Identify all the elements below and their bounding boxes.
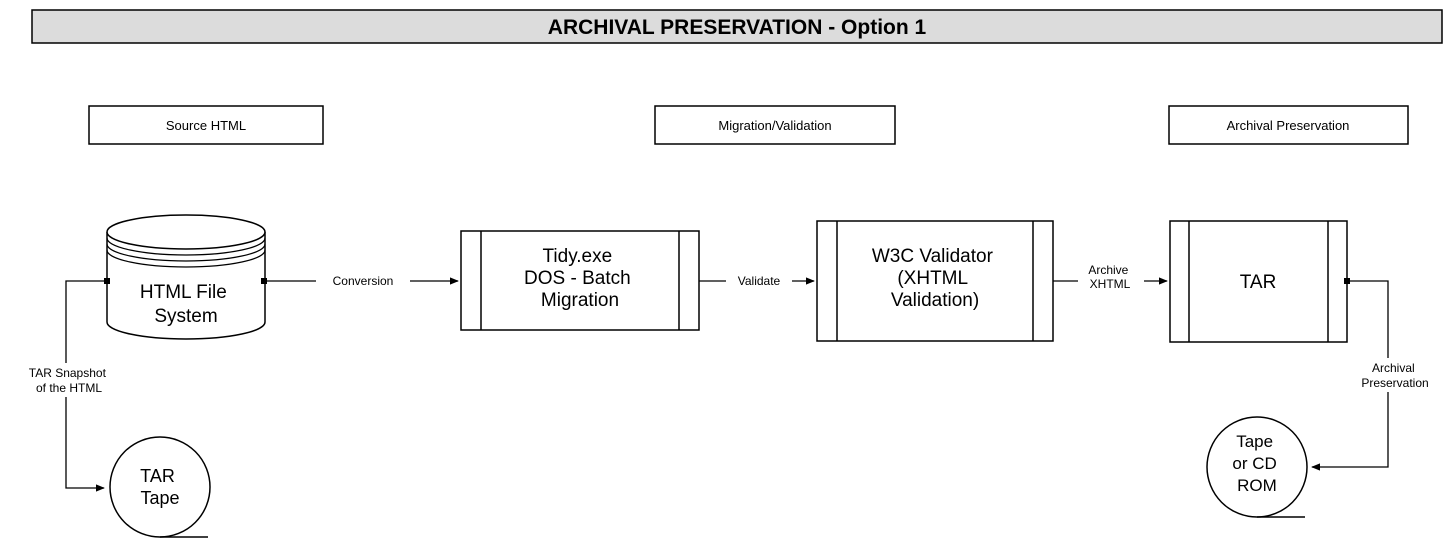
file-system-label-line2: System bbox=[154, 306, 217, 327]
header-migration-label: Migration/Validation bbox=[718, 118, 831, 133]
edge-preservation-label-line2: Preservation bbox=[1361, 376, 1428, 390]
tar-tape-label-line1: TAR bbox=[140, 466, 175, 486]
tar-tape-node: TAR Tape bbox=[109, 436, 211, 538]
validator-label-line3: Validation) bbox=[891, 290, 979, 311]
w3c-validator-node: W3C Validator (XHTML Validation) bbox=[816, 220, 1054, 342]
edge-archival-preservation: Archival Preservation bbox=[1311, 278, 1444, 471]
svg-text:W3C Validator (XHTML: W3C Validator (XHTML Validation) bbox=[872, 246, 998, 311]
tidy-exe-node: Tidy.exe DOS - Batch Migration bbox=[460, 230, 700, 331]
tape-cd-label-line3: ROM bbox=[1237, 476, 1277, 495]
svg-text:Tidy.exe DOS - Batch: Tidy.exe DOS - Batch Migration bbox=[524, 246, 636, 311]
diagram-title: ARCHIVAL PRESERVATION - Option 1 bbox=[548, 16, 927, 39]
edge-archive-label-line1: Archive bbox=[1088, 263, 1128, 277]
tape-cd-label-line1: Tape bbox=[1236, 432, 1273, 451]
edge-conversion: Conversion bbox=[261, 272, 459, 288]
html-file-system-node: HTML File System bbox=[106, 214, 266, 340]
edge-archive-xhtml: Archive XHTML bbox=[1053, 261, 1168, 291]
header-migration-validation: Migration/Validation bbox=[654, 105, 896, 145]
edge-snapshot-label-line2: of the HTML bbox=[36, 381, 102, 395]
tidy-label-line1: Tidy.exe bbox=[543, 246, 613, 267]
title-bar: ARCHIVAL PRESERVATION - Option 1 bbox=[31, 9, 1443, 44]
file-system-label-line1: HTML File bbox=[140, 282, 227, 303]
edge-preservation-label-line1: Archival bbox=[1372, 361, 1415, 375]
tidy-label-line3: Migration bbox=[541, 290, 619, 311]
header-source-html: Source HTML bbox=[88, 105, 324, 145]
svg-text:TAR Tape: TAR Tape bbox=[140, 466, 180, 508]
header-archival-preservation: Archival Preservation bbox=[1168, 105, 1409, 145]
tar-node: TAR bbox=[1169, 220, 1348, 343]
svg-text:Tape or CD ROM: Tape or CD ROM bbox=[1232, 432, 1281, 495]
validator-label-line2: (XHTML bbox=[897, 268, 967, 289]
tidy-label-line2: DOS - Batch bbox=[524, 268, 631, 289]
edge-tar-snapshot: TAR Snapshot of the HTML bbox=[10, 278, 128, 492]
tar-tape-label-line2: Tape bbox=[140, 488, 179, 508]
header-source-label: Source HTML bbox=[166, 118, 246, 133]
header-archival-label: Archival Preservation bbox=[1227, 118, 1350, 133]
tar-label: TAR bbox=[1240, 272, 1277, 293]
validator-label-line1: W3C Validator bbox=[872, 246, 994, 267]
tape-cd-rom-node: Tape or CD ROM bbox=[1206, 416, 1308, 518]
edge-snapshot-label-line1: TAR Snapshot bbox=[29, 366, 107, 380]
tape-cd-label-line2: or CD bbox=[1232, 454, 1276, 473]
edge-validate-label: Validate bbox=[738, 274, 781, 288]
svg-text:TAR Snapshot of the HTML: TAR Snapshot of the HTML bbox=[29, 366, 110, 395]
edge-archive-label-line2: XHTML bbox=[1090, 277, 1131, 291]
edge-validate: Validate bbox=[699, 272, 815, 288]
svg-text:Archive XHTML: Archive XHTML bbox=[1088, 263, 1131, 291]
svg-text:HTML File System: HTML File System bbox=[140, 282, 232, 327]
svg-text:Archival Preservation: Archival Preservation bbox=[1361, 361, 1428, 390]
edge-conversion-label: Conversion bbox=[333, 274, 394, 288]
